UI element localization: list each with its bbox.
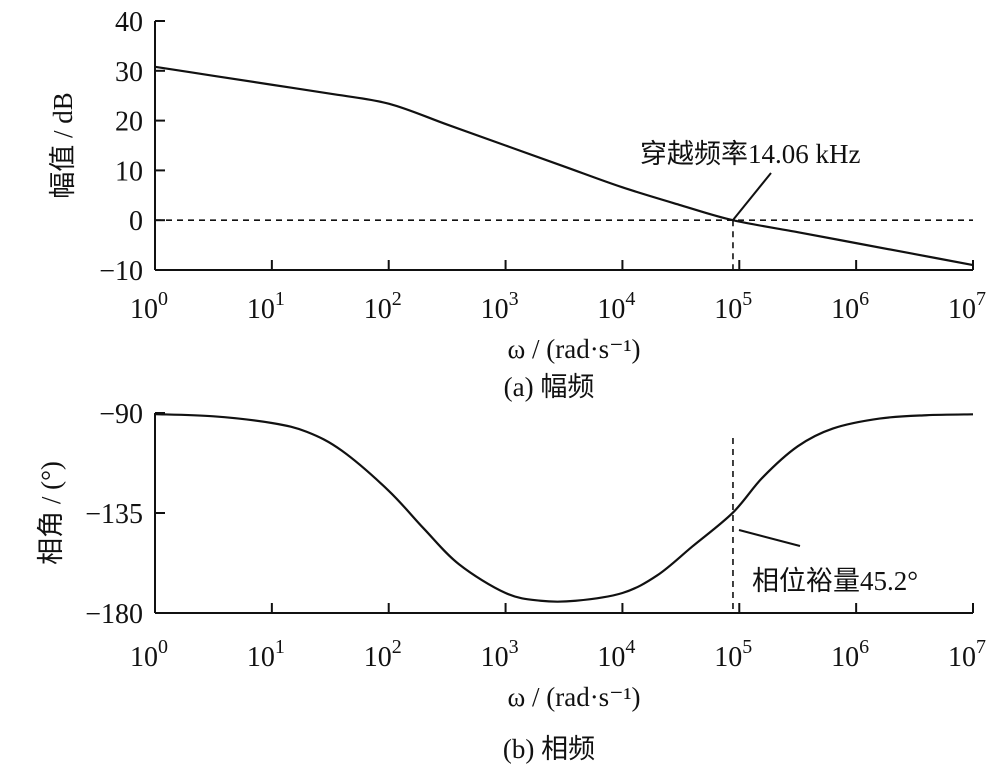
x-tick-label: 105 [714,636,752,673]
y-axis-label: 幅值 / dB [48,92,78,199]
x-tick-label: 105 [714,288,752,325]
x-tick-label: 102 [364,636,402,673]
x-tick-base: 10 [831,642,859,673]
x-tick-base: 10 [714,642,742,673]
x-tick-exponent: 5 [742,636,752,658]
x-tick-base: 10 [597,642,625,673]
x-tick-label: 100 [130,288,168,325]
y-axis-label: 相角 / (°) [36,461,66,565]
y-tick-label: 10 [115,156,143,187]
x-tick-exponent: 4 [625,288,635,310]
x-tick-label: 101 [247,288,285,325]
x-tick-base: 10 [714,294,742,325]
x-tick-exponent: 3 [509,288,519,310]
annotation-leader-line [738,529,801,547]
x-tick-exponent: 6 [859,288,869,310]
x-tick-label: 107 [948,288,986,325]
x-tick-base: 10 [130,642,158,673]
x-tick-label: 102 [364,288,402,325]
magnitude-series-line [154,65,974,267]
x-tick-base: 10 [831,294,859,325]
x-tick-base: 10 [247,294,275,325]
y-tick-label: 0 [129,206,143,237]
y-tick-label: −135 [85,499,143,530]
x-tick-label: 103 [481,636,519,673]
x-tick-label: 104 [597,636,635,673]
y-tick-label: 30 [115,57,143,88]
x-tick-base: 10 [948,642,976,673]
x-tick-label: 101 [247,636,285,673]
x-tick-exponent: 5 [742,288,752,310]
x-tick-base: 10 [597,294,625,325]
y-tick-label: 40 [115,7,143,38]
x-tick-label: 104 [597,288,635,325]
x-tick-exponent: 7 [976,288,986,310]
x-tick-label: 103 [481,288,519,325]
x-tick-exponent: 3 [509,636,519,658]
x-tick-base: 10 [481,294,509,325]
y-tick-label: 20 [115,107,143,138]
x-axis-label: ω / (rad·s⁻¹) [507,682,640,712]
x-tick-base: 10 [481,642,509,673]
annotation-leader-line [732,172,772,221]
x-tick-base: 10 [130,294,158,325]
annotation-label: 相位裕量45.2° [752,566,918,596]
y-tick-label: −180 [85,599,143,630]
phase-series-line [154,413,974,603]
y-tick-label: −90 [99,399,143,430]
x-tick-exponent: 2 [392,636,402,658]
x-tick-exponent: 7 [976,636,986,658]
x-tick-base: 10 [364,642,392,673]
annotation-label: 穿越频率14.06 kHz [640,139,860,169]
panel-caption: (b) 相频 [503,734,595,764]
x-tick-exponent: 6 [859,636,869,658]
x-tick-exponent: 4 [625,636,635,658]
x-tick-exponent: 1 [275,288,285,310]
x-tick-exponent: 0 [158,288,168,310]
x-tick-label: 107 [948,636,986,673]
y-tick-label: −10 [99,256,143,287]
x-tick-exponent: 2 [392,288,402,310]
x-tick-label: 100 [130,636,168,673]
x-tick-exponent: 0 [158,636,168,658]
x-tick-label: 106 [831,288,869,325]
x-tick-base: 10 [247,642,275,673]
x-axis-label: ω / (rad·s⁻¹) [507,334,640,364]
x-tick-base: 10 [364,294,392,325]
x-tick-label: 106 [831,636,869,673]
x-tick-exponent: 1 [275,636,285,658]
panel-caption: (a) 幅频 [504,372,595,402]
x-tick-base: 10 [948,294,976,325]
